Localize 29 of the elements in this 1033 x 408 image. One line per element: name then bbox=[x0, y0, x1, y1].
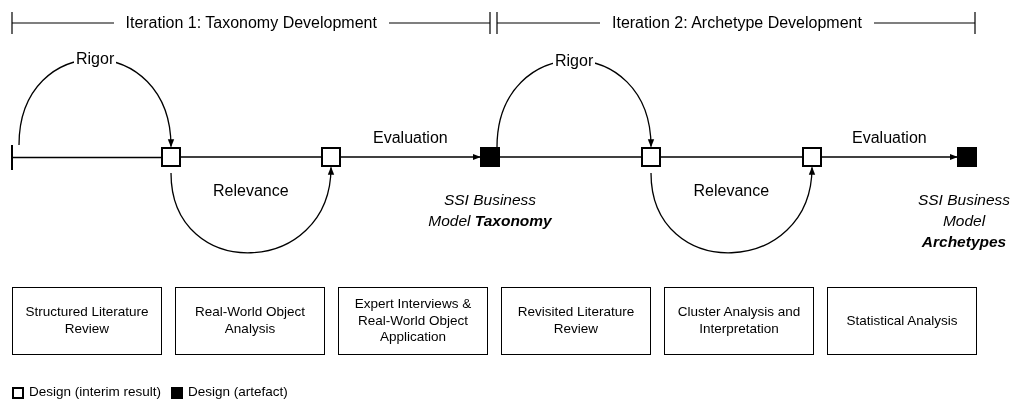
connector-line bbox=[12, 156, 162, 159]
interim-result-square bbox=[802, 147, 822, 167]
artefact-caption: SSI Business Model Taxonomy bbox=[427, 190, 553, 231]
connector-line bbox=[499, 156, 642, 158]
connector-line bbox=[340, 153, 481, 161]
process-box: Cluster Analysis and Interpretation bbox=[664, 287, 814, 355]
edge-label: Rigor bbox=[74, 49, 117, 69]
process-box: Structured Literature Review bbox=[12, 287, 162, 355]
legend-text: Design (artefact) bbox=[188, 384, 288, 399]
artefact-square bbox=[480, 147, 500, 167]
artefact-caption: SSI Business Model Archetypes bbox=[916, 190, 1012, 252]
process-box: Revisited Literature Review bbox=[501, 287, 651, 355]
connector-line bbox=[821, 153, 958, 161]
legend-text: Design (interim result) bbox=[29, 384, 162, 399]
process-box: Statistical Analysis bbox=[827, 287, 977, 355]
iteration-label: Iteration 2: Archetype Development bbox=[600, 13, 874, 33]
start-tick bbox=[11, 145, 13, 170]
interim-result-square bbox=[321, 147, 341, 167]
process-box: Expert Interviews & Real-World Object Application bbox=[338, 287, 488, 355]
process-box: Real-World Object Analysis bbox=[175, 287, 325, 355]
artefact-square bbox=[957, 147, 977, 167]
iteration-label: Iteration 1: Taxonomy Development bbox=[113, 13, 389, 33]
curved-arrow bbox=[650, 166, 815, 254]
connector-line bbox=[180, 156, 322, 158]
curved-arrow bbox=[170, 166, 334, 254]
interim-result-square bbox=[161, 147, 181, 167]
edge-label: Rigor bbox=[553, 51, 596, 71]
connector-line bbox=[660, 156, 803, 158]
interim-result-square bbox=[641, 147, 661, 167]
